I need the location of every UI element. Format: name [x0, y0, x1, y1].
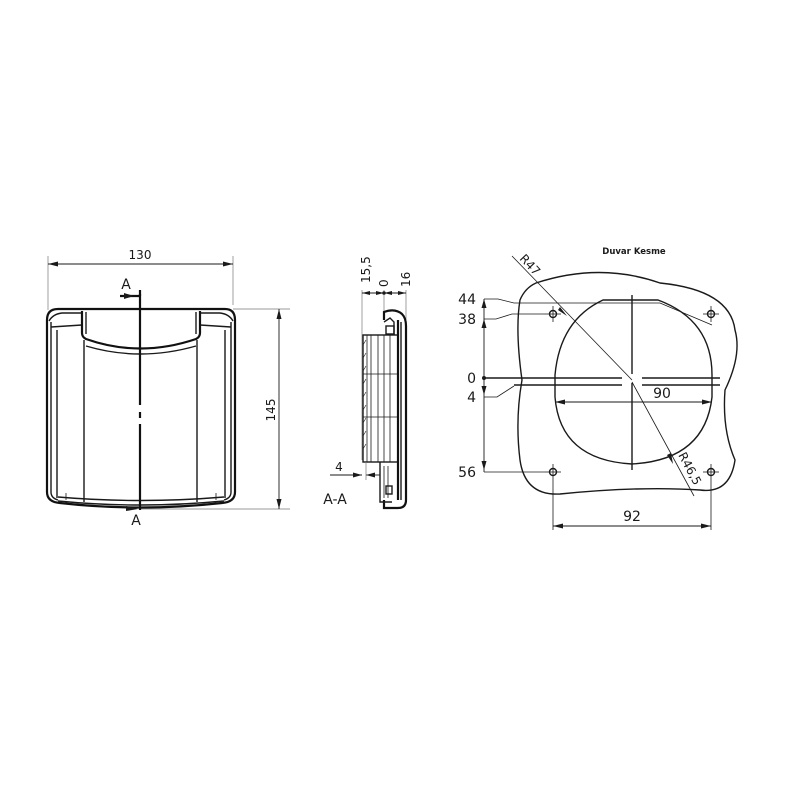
ordinate-label-56: 56 — [458, 465, 476, 481]
dimension-label-0: 0 — [377, 279, 391, 287]
cover-profile — [382, 309, 408, 510]
dimension-label-90: 90 — [653, 386, 671, 402]
mount-hole-bottom-left — [545, 464, 561, 530]
radius-label-r46-5: R46,5 — [675, 450, 704, 488]
wall-outline — [517, 271, 738, 495]
section-marker-bottom: A — [131, 513, 141, 529]
dimension-130: 130 — [47, 248, 234, 310]
mount-hole-bottom-right — [703, 464, 719, 530]
dimension-label-16: 16 — [399, 272, 413, 287]
dimension-label-4: 4 — [335, 460, 343, 474]
dimension-label-92: 92 — [623, 509, 641, 525]
section-label: A-A — [323, 492, 347, 508]
mount-hole-top-left — [545, 306, 561, 322]
ordinate-label-44: 44 — [458, 292, 476, 308]
ordinate-label-38: 38 — [458, 312, 476, 328]
dimension-label-145: 145 — [264, 399, 278, 422]
ordinate-label-0: 0 — [467, 371, 476, 387]
cover-outline — [45, 307, 237, 509]
section-body — [362, 334, 399, 463]
dimension-145: 145 — [140, 308, 290, 510]
dimension-label-130: 130 — [129, 248, 152, 262]
section-view: 15,5 0 16 4 — [323, 256, 413, 510]
mount-hole-top-right — [703, 306, 719, 322]
section-marker-top: A — [121, 277, 131, 293]
cutout-view: Duvar Kesme R47 R46,5 — [458, 247, 738, 530]
radius-label-r47: R47 — [517, 251, 543, 278]
cutout-title: Duvar Kesme — [602, 247, 666, 257]
ordinate-label-4: 4 — [467, 390, 476, 406]
front-view: 130 145 — [45, 248, 290, 529]
dimension-label-15-5: 15,5 — [359, 256, 373, 283]
